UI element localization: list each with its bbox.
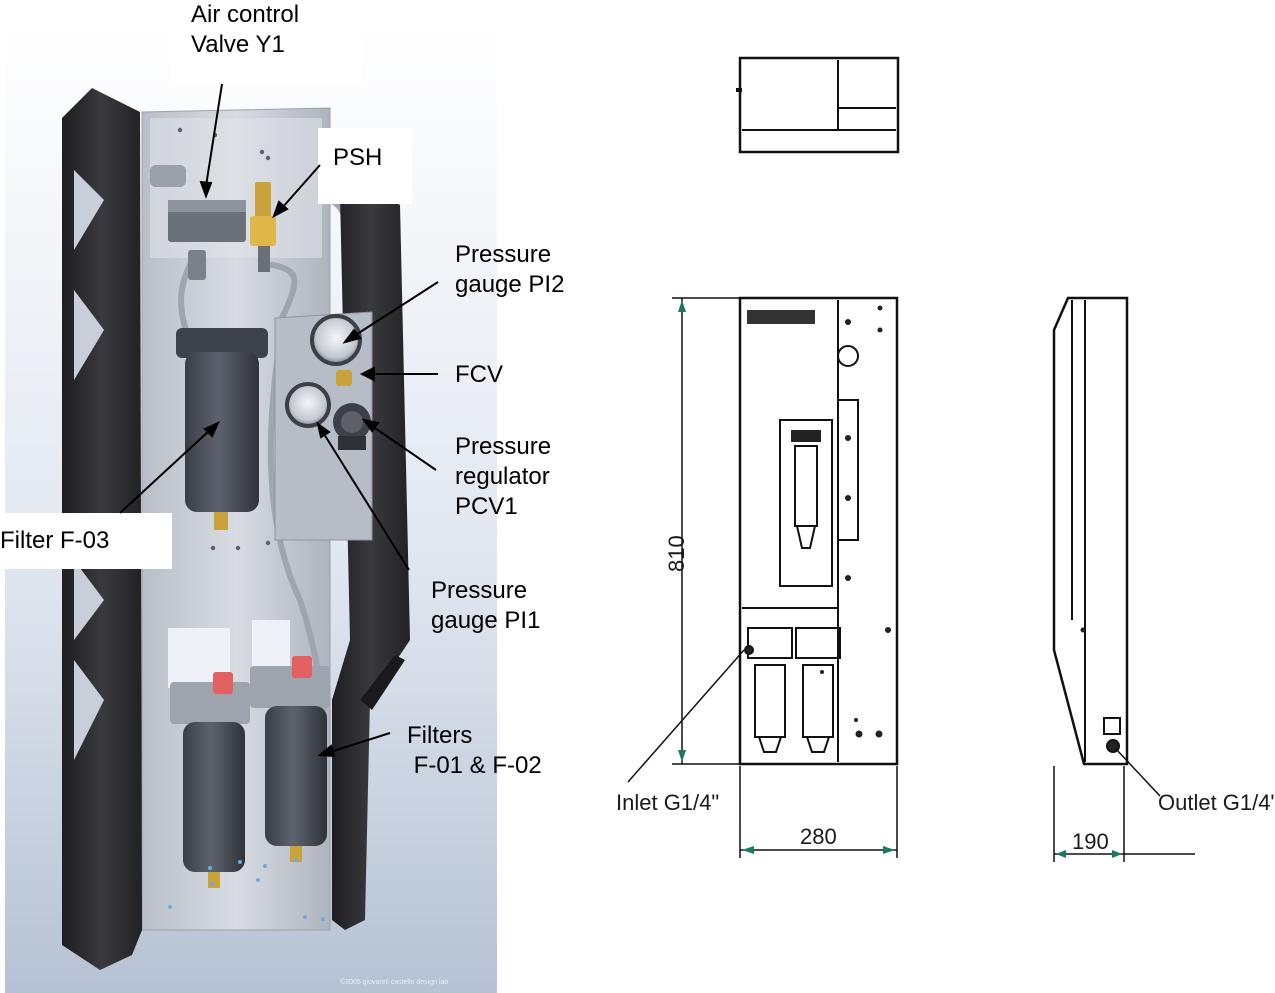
side-view (1052, 296, 1129, 766)
label-outlet: Outlet G1/4" (1158, 790, 1275, 815)
label-filter-f03: Filter F-03 (0, 527, 109, 554)
technical-drawing (627, 56, 1195, 862)
pressure-regulator-pcv1 (333, 403, 371, 450)
dimension-lines (672, 297, 1195, 862)
air-control-valve-y1 (150, 165, 246, 280)
label-pi1-line2: gauge PI1 (431, 607, 540, 634)
label-pi2-line2: gauge PI2 (455, 271, 564, 298)
gauge-panel (274, 311, 373, 541)
pressure-gauge-pi1 (285, 382, 331, 428)
drawing-annotations: 810 280 190 Inlet G1/4" Outlet G1/4" (616, 535, 1275, 854)
render-illustration: ©2005 giovanni castello design lab (0, 0, 497, 993)
filter-f03 (176, 328, 268, 530)
label-box-filter-f03 (0, 513, 172, 569)
callout-labels: Air control Valve Y1 PSH Pressure gauge … (0, 1, 564, 779)
label-air-control-line2: Valve Y1 (191, 31, 285, 58)
label-regulator-line2: regulator (455, 463, 550, 490)
label-regulator-line1: Pressure (455, 433, 551, 460)
label-filters-line2: F-01 & F-02 (407, 752, 542, 779)
port-leaders (627, 649, 1161, 797)
label-air-control-line1: Air control (191, 1, 299, 28)
dim-depth-190: 190 (1072, 829, 1109, 854)
blue-indicator-dots (168, 858, 325, 921)
plate-holes (177, 127, 271, 551)
pressure-gauge-pi2 (310, 314, 362, 366)
top-view (736, 56, 900, 154)
label-box-air-control (171, 0, 363, 84)
dim-width-280: 280 (800, 824, 837, 849)
label-psh: PSH (333, 144, 382, 171)
flow-control-valve-fcv (336, 370, 352, 386)
pressure-switch-psh (250, 182, 276, 272)
label-box-psh (318, 128, 412, 204)
label-fcv: FCV (455, 361, 503, 388)
dim-height-810: 810 (664, 535, 689, 572)
filters-f01-f02 (170, 656, 330, 888)
render-leader-lines (119, 83, 439, 758)
plate-cutout-lower-right (252, 620, 290, 670)
front-view (738, 296, 899, 766)
label-pi1-line1: Pressure (431, 577, 527, 604)
render-credit: ©2005 giovanni castello design lab (340, 978, 448, 986)
label-regulator-line3: PCV1 (455, 493, 518, 520)
label-pi2-line1: Pressure (455, 241, 551, 268)
label-filters-line1: Filters (407, 722, 472, 749)
label-inlet: Inlet G1/4" (616, 790, 719, 815)
